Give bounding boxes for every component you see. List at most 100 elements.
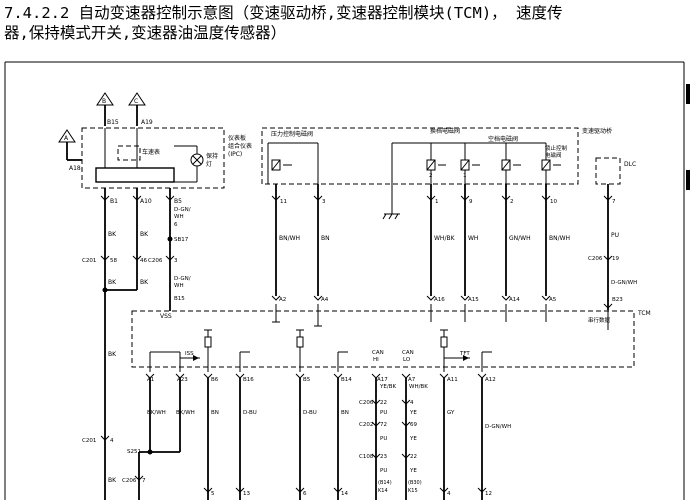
svg-text:BK: BK <box>108 477 117 484</box>
svg-text:WH/BK: WH/BK <box>409 384 428 390</box>
connector-c206c: C206 <box>588 256 603 262</box>
tcc-solenoid-label: 锁止控制 <box>545 144 568 152</box>
pin-a19: A19 <box>141 119 153 126</box>
airgap-solenoid-label: 空档电磁阀 <box>488 135 518 143</box>
shift-solenoid-label: 换档电磁阀 <box>430 127 460 135</box>
svg-text:PU: PU <box>380 410 387 416</box>
svg-text:BN: BN <box>341 410 349 416</box>
svg-text:3: 3 <box>322 199 326 205</box>
diagram-frame <box>4 61 690 500</box>
svg-text:YE: YE <box>409 410 417 416</box>
connector-c201: C201 <box>82 258 96 264</box>
svg-text:WH/BK: WH/BK <box>434 235 456 242</box>
svg-text:B15: B15 <box>174 296 185 302</box>
connector-c206: C206 <box>148 258 163 264</box>
tft-label: TFT <box>459 351 470 357</box>
svg-text:A12: A12 <box>485 377 496 383</box>
svg-text:1: 1 <box>435 199 439 205</box>
svg-text:A23: A23 <box>177 377 188 383</box>
svg-text:D-GN/: D-GN/ <box>174 207 191 213</box>
svg-text:B5: B5 <box>303 377 311 383</box>
svg-text:A7: A7 <box>408 377 416 383</box>
svg-text:72: 72 <box>380 422 387 428</box>
tcc-solenoid-label-2: 电磁阀 <box>545 151 562 159</box>
svg-text:58: 58 <box>110 258 117 264</box>
svg-text:BK: BK <box>108 351 117 358</box>
svg-text:BK: BK <box>140 279 149 286</box>
svg-text:7: 7 <box>612 199 616 205</box>
svg-text:(B14): (B14) <box>378 480 392 486</box>
svg-text:19: 19 <box>612 256 619 262</box>
transaxle-tcm-wires <box>271 184 551 296</box>
connector-c108: C108 <box>359 454 374 460</box>
svg-text:22: 22 <box>380 400 387 406</box>
svg-text:PU: PU <box>611 232 619 239</box>
svg-text:6: 6 <box>303 491 307 497</box>
svg-text:14: 14 <box>341 491 348 497</box>
svg-text:11: 11 <box>280 199 287 205</box>
svg-text:WH: WH <box>174 214 184 220</box>
tcm-module: TCM 串行数据 ISS CAN HI CAN LO <box>131 304 651 372</box>
svg-text:C: C <box>134 98 138 105</box>
connector-c202: C202 <box>359 422 373 428</box>
diagram-heading: 7.4.2.2 自动变速器控制示意图（变速驱动桥,变速器控制模块(TCM)， 速… <box>4 4 563 22</box>
pin-b1: B1 <box>110 198 118 205</box>
svg-text:D-BU: D-BU <box>303 410 317 416</box>
svg-text:BN: BN <box>321 235 330 242</box>
svg-text:23: 23 <box>380 454 387 460</box>
hold-lamp-label-2: 灯 <box>206 160 212 168</box>
svg-text:K15: K15 <box>408 488 418 494</box>
svg-text:A2: A2 <box>279 297 286 303</box>
svg-text:串行数据: 串行数据 <box>588 316 611 324</box>
offpage-connector-a: A <box>58 129 82 161</box>
svg-text:(B30): (B30) <box>408 480 422 486</box>
svg-text:A17: A17 <box>377 377 388 383</box>
svg-text:CAN: CAN <box>372 350 384 356</box>
speedometer-label: 车速表 <box>142 148 160 156</box>
svg-text:BK: BK <box>140 231 149 238</box>
solenoid-4 <box>541 143 561 184</box>
svg-text:6: 6 <box>174 222 178 228</box>
svg-text:A4: A4 <box>321 297 329 303</box>
svg-text:9: 9 <box>469 199 473 205</box>
svg-text:D-BU: D-BU <box>243 410 257 416</box>
svg-text:GY: GY <box>447 410 455 416</box>
offpage-connector-c: C <box>128 92 146 126</box>
svg-text:B6: B6 <box>211 377 219 383</box>
ipc-label-2: 组合仪表 <box>228 142 252 150</box>
svg-text:GN/WH: GN/WH <box>509 235 531 242</box>
svg-text:LO: LO <box>403 357 411 363</box>
splice-s251: S251 <box>127 449 141 455</box>
iss-label: ISS <box>185 351 194 357</box>
offpage-connector-b: B <box>96 92 114 126</box>
svg-text:HI: HI <box>373 357 379 363</box>
svg-text:A5: A5 <box>549 297 557 303</box>
svg-text:BN/WH: BN/WH <box>549 235 570 242</box>
connector-c201b: C201 <box>82 438 96 444</box>
transaxle-module: 压力控制电磁阀 换档电磁阀 空档电磁阀 锁止控制 电磁阀 变速驱动桥 <box>261 127 612 220</box>
svg-text:B16: B16 <box>243 377 254 383</box>
svg-text:A11: A11 <box>447 377 458 383</box>
svg-text:5: 5 <box>211 491 215 497</box>
svg-text:10: 10 <box>550 199 557 205</box>
pin-a10: A10 <box>140 198 152 205</box>
svg-text:PU: PU <box>380 436 387 442</box>
svg-text:DLC: DLC <box>624 161 636 168</box>
svg-text:69: 69 <box>410 422 417 428</box>
svg-text:TCM: TCM <box>637 310 651 317</box>
svg-text:D-GN/: D-GN/ <box>174 276 191 282</box>
svg-text:A16: A16 <box>434 297 445 303</box>
svg-text:12: 12 <box>485 491 492 497</box>
connector-c206d: C206 <box>359 400 374 406</box>
svg-text:BK/WH: BK/WH <box>176 410 195 416</box>
svg-text:4: 4 <box>410 400 414 406</box>
svg-text:YE: YE <box>409 468 417 474</box>
svg-text:B: B <box>102 98 106 105</box>
vss-label: VSS <box>160 313 172 320</box>
svg-text:A14: A14 <box>509 297 520 303</box>
splice-sb17: SB17 <box>174 237 189 243</box>
svg-text:7: 7 <box>142 478 146 484</box>
svg-text:B23: B23 <box>612 297 623 303</box>
pin-a18: A18 <box>69 165 81 172</box>
svg-text:1: 1 <box>463 173 467 179</box>
